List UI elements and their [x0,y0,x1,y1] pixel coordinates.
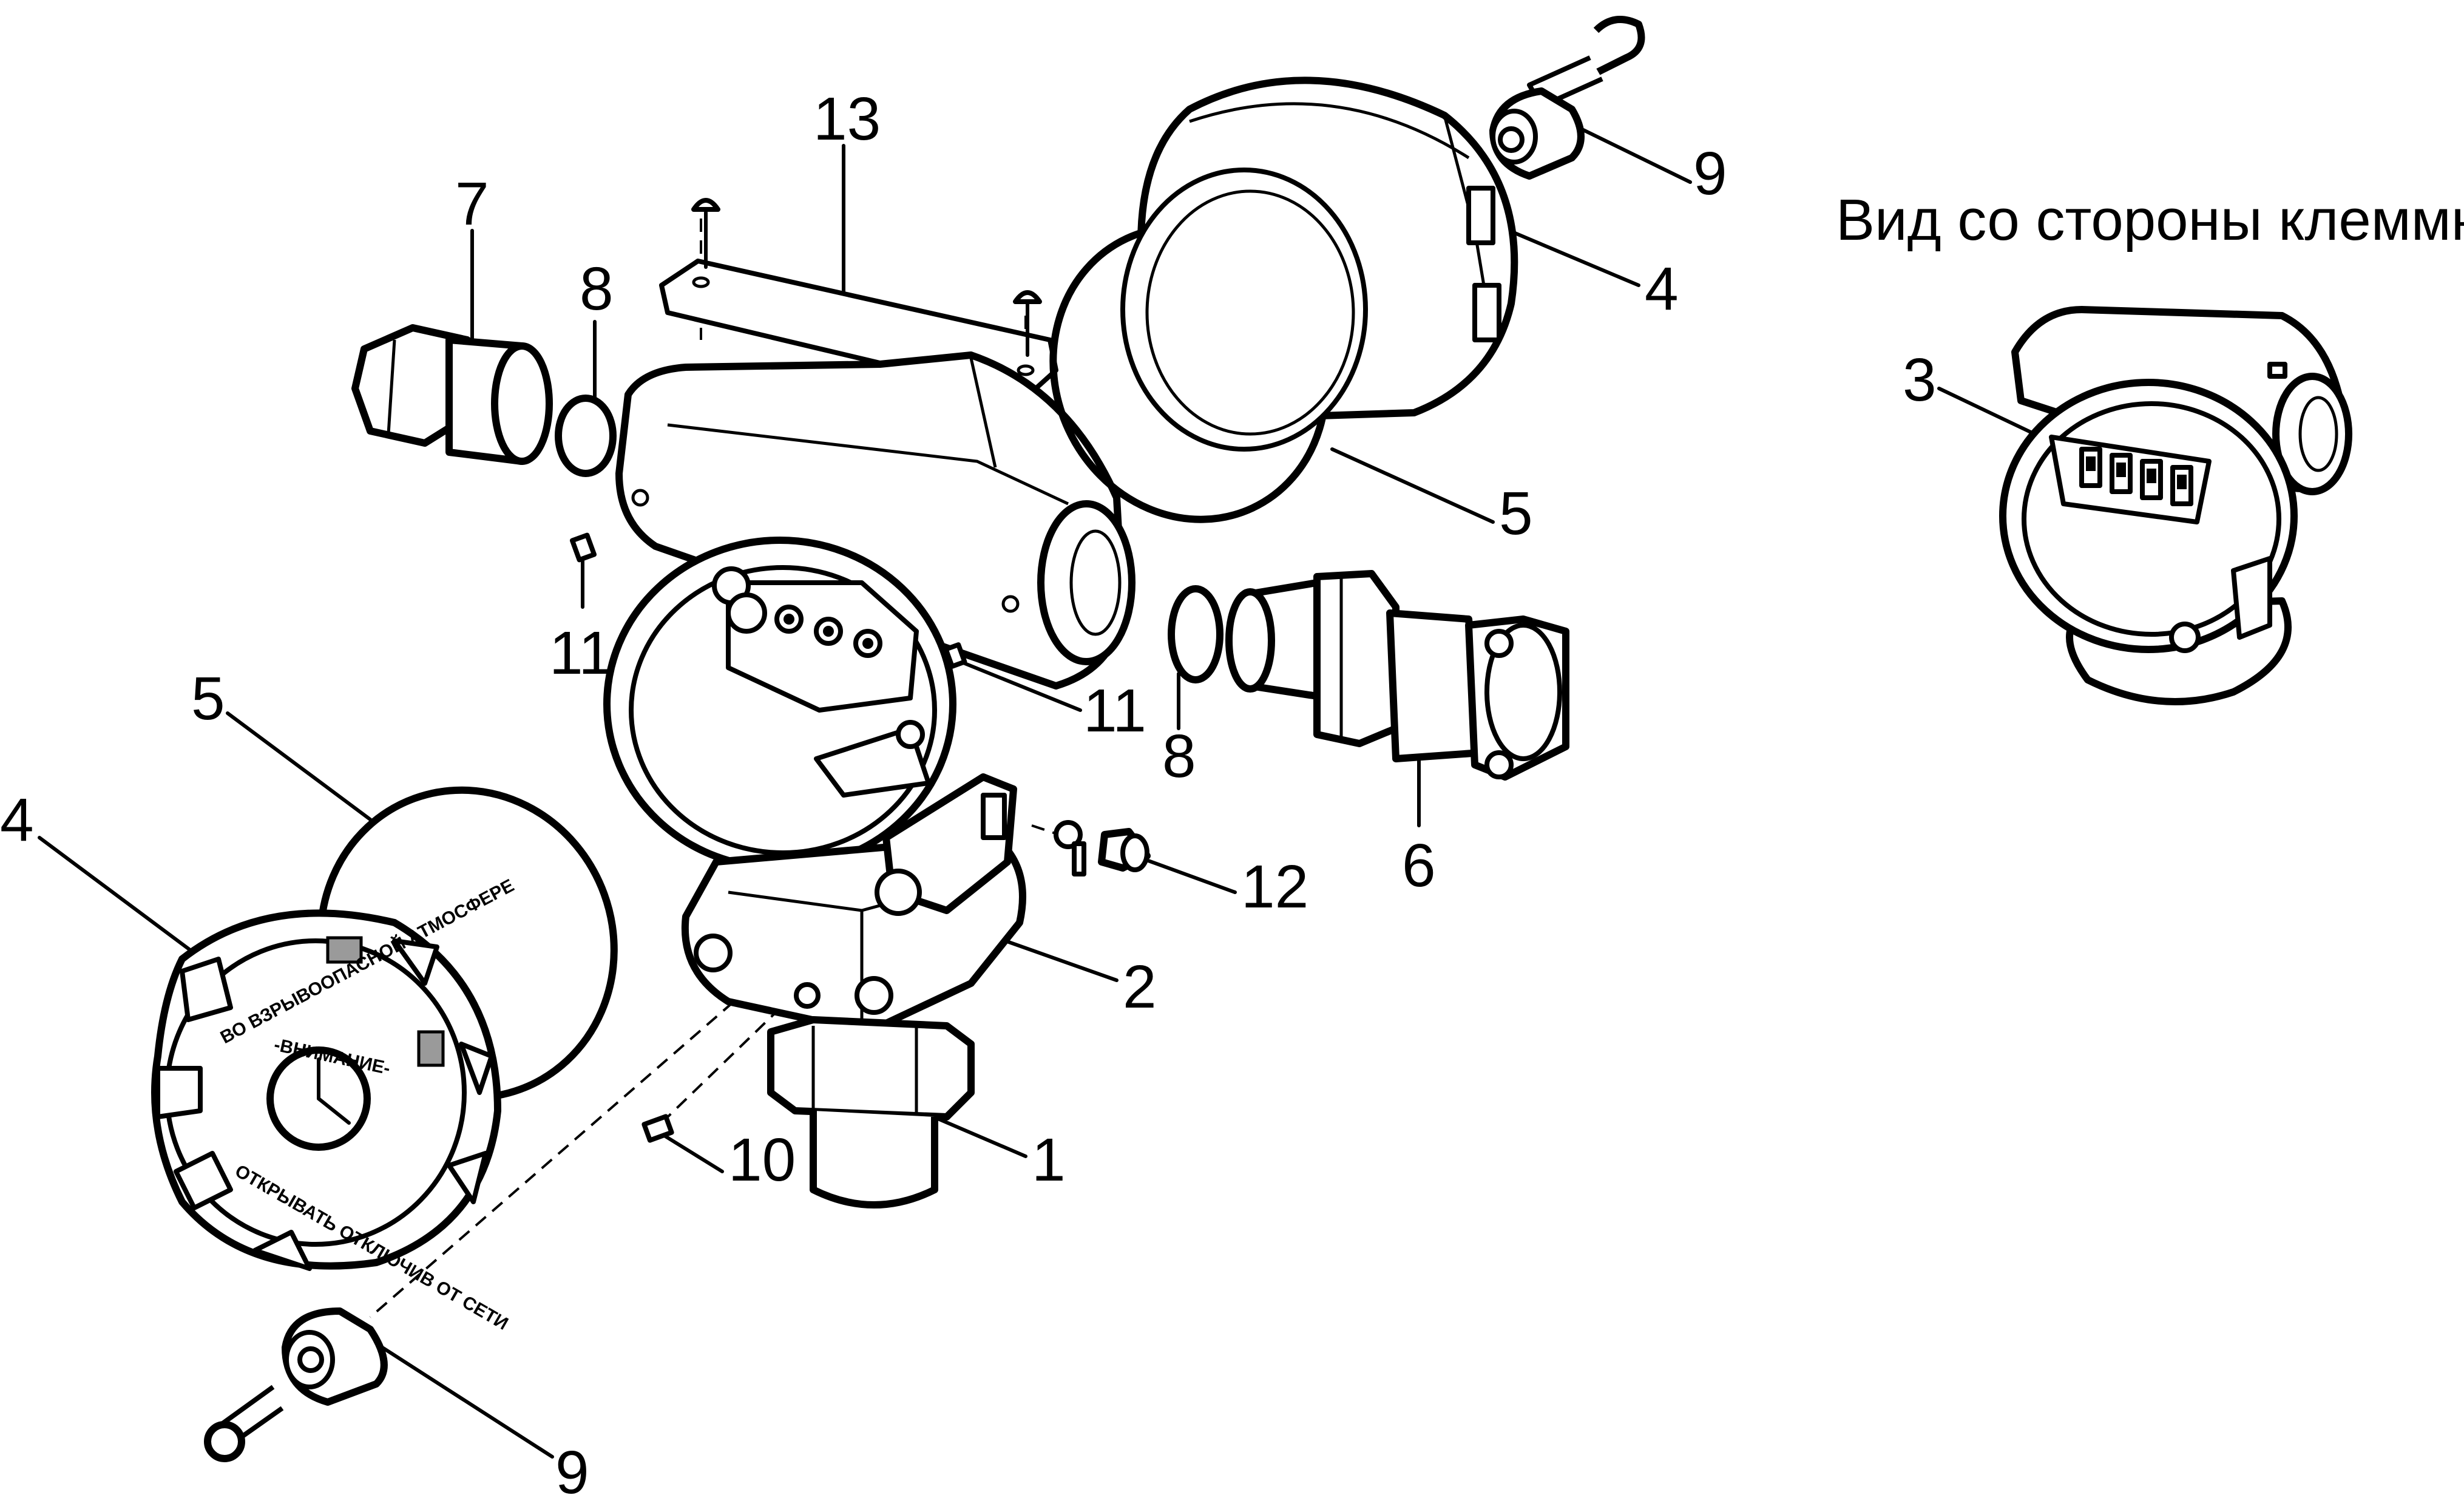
terminal-icon [2170,465,2193,506]
callout-labels: 13 7 8 9 4 5 11 11 8 6 12 2 1 10 5 4 9 3 [0,85,1937,1507]
main-housing [603,351,1136,1036]
terminal-screw-icon [774,605,804,634]
part-4-front-cover: ВО ВЗРЫВООПАСНОЙ АТМОСФЕРЕ -ВНИМАНИЕ- ОТ… [151,875,518,1334]
part-10-setscrew [641,1114,674,1143]
terminal-icon [2140,459,2163,500]
part-8-oring [555,395,617,477]
part-11-setscrew [943,642,967,669]
part-12-screw [1054,820,1151,876]
callout-4: 4 [0,786,34,854]
callout-9: 9 [1693,140,1727,208]
part-1-fitting [767,1016,975,1209]
callout-11: 11 [1083,677,1146,745]
callout-10: 10 [728,1126,796,1194]
callout-2: 2 [1123,953,1157,1021]
terminal-icon [2079,447,2102,488]
screw-icon [1013,290,1042,357]
callout-8: 8 [1162,722,1196,790]
part-6-cable-gland [1225,570,1569,781]
part-9-fastener [204,1307,388,1462]
callout-5: 5 [1499,480,1533,548]
callout-5: 5 [191,665,225,733]
callout-7: 7 [455,170,489,238]
screw-icon [691,198,720,269]
callout-3: 3 [1903,346,1937,414]
callout-8: 8 [580,255,614,323]
callout-4: 4 [1645,255,1679,323]
terminal-screw-icon [853,629,882,658]
part-11-setscrew [569,532,597,563]
terminal-icon [2110,453,2133,494]
callout-9: 9 [555,1439,589,1507]
part-4-cover [1120,76,1518,452]
terminal-side-view [1999,306,2352,705]
part-9-fastener [1489,16,1645,180]
callout-6: 6 [1402,832,1436,900]
callout-12: 12 [1241,853,1308,921]
callout-11: 11 [549,619,612,687]
terminal-screw-icon [814,617,843,646]
inset-caption: Вид со стороны клеммника [1836,188,2464,253]
part-7-plug [351,324,553,465]
part-8-oring [1168,585,1224,683]
callout-1: 1 [1032,1126,1066,1194]
callout-13: 13 [813,85,881,153]
